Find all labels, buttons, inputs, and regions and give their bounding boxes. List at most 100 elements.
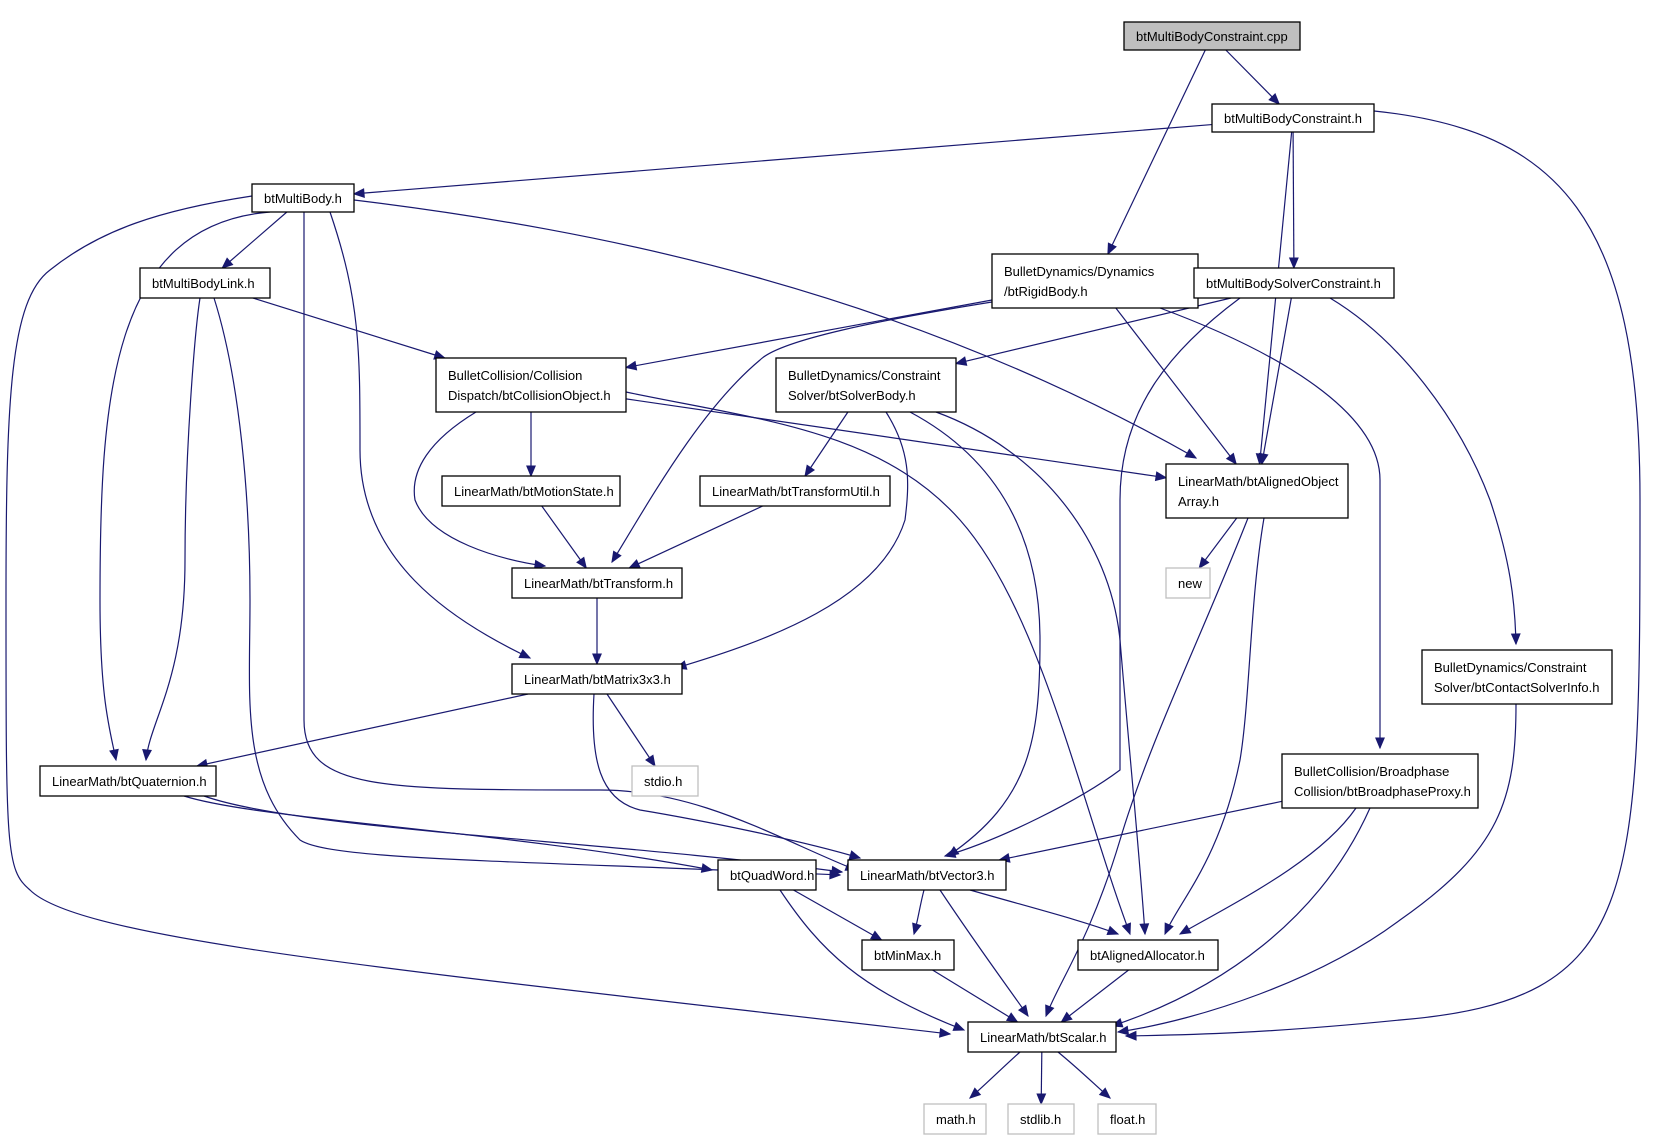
node-mbc[interactable]: btMultiBodyConstraint.h [1211, 103, 1375, 133]
edge-mbsc-to-aoa-arrowhead [1258, 452, 1269, 466]
node-tutil-label-line-0: LinearMath/btTransformUtil.h [712, 484, 880, 499]
node-mbsc-box[interactable] [1193, 267, 1395, 299]
node-mb[interactable]: btMultiBody.h [251, 183, 355, 213]
node-solverbody-label-line-1: Solver/btSolverBody.h [788, 388, 916, 403]
node-alloc-label-line-0: btAlignedAllocator.h [1090, 948, 1205, 963]
node-float[interactable]: float.h [1097, 1103, 1157, 1135]
node-quadword[interactable]: btQuadWord.h [717, 859, 817, 891]
edge-quat-to-quadword-arrowhead [700, 863, 714, 873]
node-colobj-box[interactable] [435, 357, 627, 413]
edge-aoa-to-alloc-arrowhead [1164, 922, 1174, 936]
node-tutil-box[interactable] [699, 475, 891, 507]
node-solverbody-box[interactable] [775, 357, 957, 413]
node-transform[interactable]: LinearMath/btTransform.h [511, 567, 683, 599]
node-vector3-box[interactable] [847, 859, 1007, 891]
node-new-box[interactable] [1165, 567, 1211, 599]
node-alloc[interactable]: btAlignedAllocator.h [1077, 939, 1219, 971]
node-root[interactable]: btMultiBodyConstraint.cpp [1123, 21, 1301, 51]
edge-mb-to-aoa [353, 199, 1197, 459]
node-motion-box[interactable] [441, 475, 621, 507]
node-scalar-label-line-0: LinearMath/btScalar.h [980, 1030, 1106, 1045]
node-rigid-label-line-0: BulletDynamics/Dynamics [1004, 264, 1155, 279]
edge-rigid-to-transform-arrowhead [611, 550, 622, 564]
edge-aoa-to-alloc [1164, 517, 1265, 935]
node-root-label-line-0: btMultiBodyConstraint.cpp [1136, 29, 1288, 44]
node-alloc-box[interactable] [1077, 939, 1219, 971]
node-stdlib[interactable]: stdlib.h [1007, 1103, 1075, 1135]
edge-root-to-rigid-arrowhead [1107, 242, 1117, 256]
node-scalar[interactable]: LinearMath/btScalar.h [967, 1021, 1117, 1053]
edge-alloc-to-scalar-arrowhead [1060, 1011, 1073, 1023]
node-broadphase[interactable]: BulletCollision/BroadphaseCollision/btBr… [1281, 753, 1479, 809]
edge-vector3-to-alloc [969, 889, 1119, 935]
node-broadphase-box[interactable] [1281, 753, 1479, 809]
edge-minmax-to-scalar [932, 969, 1018, 1023]
node-aoa-box[interactable] [1165, 463, 1349, 519]
node-matrix[interactable]: LinearMath/btMatrix3x3.h [511, 663, 683, 695]
edge-quat-to-vector3-arrowhead [830, 865, 844, 876]
node-stdlib-box[interactable] [1007, 1103, 1075, 1135]
node-rigid-box[interactable] [991, 253, 1199, 309]
node-transform-box[interactable] [511, 567, 683, 599]
edge-colobj-to-aoa [625, 398, 1167, 479]
node-solverbody[interactable]: BulletDynamics/ConstraintSolver/btSolver… [775, 357, 957, 413]
edge-transform-to-matrix-arrowhead [592, 653, 602, 666]
node-quat-box[interactable] [39, 765, 217, 797]
node-new[interactable]: new [1165, 567, 1211, 599]
edge-mb-to-aoa-arrowhead [1184, 448, 1198, 459]
node-tutil[interactable]: LinearMath/btTransformUtil.h [699, 475, 891, 507]
node-stdio-box[interactable] [631, 765, 699, 797]
node-stdio[interactable]: stdio.h [631, 765, 699, 797]
node-math-box[interactable] [923, 1103, 987, 1135]
node-matrix-label-line-0: LinearMath/btMatrix3x3.h [524, 672, 671, 687]
node-scalar-box[interactable] [967, 1021, 1117, 1053]
edge-minmax-to-scalar-arrowhead [1005, 1012, 1019, 1023]
edge-aoa-to-new-arrowhead [1198, 556, 1210, 570]
node-minmax[interactable]: btMinMax.h [861, 939, 955, 971]
edge-mb-to-scalar-arrowhead [938, 1027, 952, 1038]
edge-alloc-to-scalar [1061, 969, 1129, 1023]
edge-scalar-to-stdlib-arrowhead [1036, 1093, 1047, 1106]
node-minmax-label-line-0: btMinMax.h [874, 948, 941, 963]
node-mbl[interactable]: btMultiBodyLink.h [139, 267, 271, 299]
node-contactinfo-label-line-1: Solver/btContactSolverInfo.h [1434, 680, 1599, 695]
edge-solverbody-to-vector3 [909, 411, 1041, 857]
node-mbsc[interactable]: btMultiBodySolverConstraint.h [1193, 267, 1395, 299]
node-solverbody-label-line-0: BulletDynamics/Constraint [788, 368, 941, 383]
node-contactinfo[interactable]: BulletDynamics/ConstraintSolver/btContac… [1421, 649, 1613, 705]
edge-mb-to-mbl-arrowhead [221, 257, 234, 269]
node-mb-label-line-0: btMultiBody.h [264, 191, 342, 206]
node-mbl-label-line-0: btMultiBodyLink.h [152, 276, 255, 291]
node-root-box[interactable] [1123, 21, 1301, 51]
edge-mb-to-matrix-arrowhead [518, 649, 532, 659]
edge-root-to-rigid [1107, 49, 1206, 255]
node-rigid-label-line-1: /btRigidBody.h [1004, 284, 1088, 299]
edge-mbc-to-mbsc-arrowhead [1288, 257, 1299, 270]
node-motion[interactable]: LinearMath/btMotionState.h [441, 475, 621, 507]
node-math[interactable]: math.h [923, 1103, 987, 1135]
node-colobj[interactable]: BulletCollision/CollisionDispatch/btColl… [435, 357, 627, 413]
node-contactinfo-box[interactable] [1421, 649, 1613, 705]
edge-vector3-to-scalar-arrowhead [1017, 1004, 1029, 1018]
edge-solverbody-to-alloc [935, 411, 1146, 935]
edge-mbc-to-mb-arrowhead [352, 188, 365, 198]
edge-scalar-to-math-arrowhead [969, 1087, 982, 1099]
node-mb-box[interactable] [251, 183, 355, 213]
edge-solverbody-to-tutil [804, 411, 849, 477]
node-minmax-box[interactable] [861, 939, 955, 971]
edge-matrix-to-vector3 [592, 693, 861, 859]
edge-mb-to-vector3 [303, 211, 857, 871]
node-mbl-box[interactable] [139, 267, 271, 299]
edge-colobj-to-transform [413, 411, 546, 567]
node-mbc-box[interactable] [1211, 103, 1375, 133]
node-rigid[interactable]: BulletDynamics/Dynamics/btRigidBody.h [991, 253, 1199, 309]
node-vector3[interactable]: LinearMath/btVector3.h [847, 859, 1007, 891]
edge-broadphase-to-vector3 [999, 800, 1283, 861]
node-quat[interactable]: LinearMath/btQuaternion.h [39, 765, 217, 797]
node-broadphase-label-line-1: Collision/btBroadphaseProxy.h [1294, 784, 1471, 799]
node-quadword-box[interactable] [717, 859, 817, 891]
node-matrix-box[interactable] [511, 663, 683, 695]
edge-mb-to-mbl [221, 211, 288, 269]
node-float-box[interactable] [1097, 1103, 1157, 1135]
